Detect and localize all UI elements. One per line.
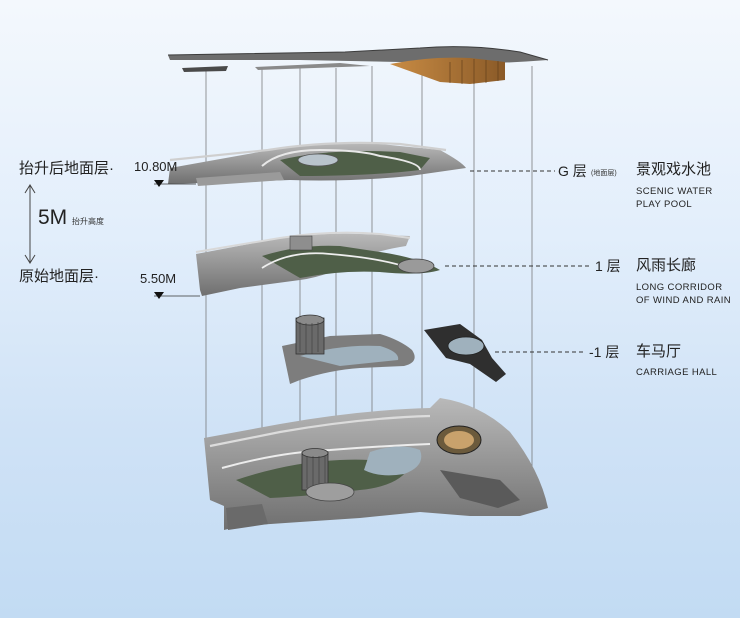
leader-lines: [445, 170, 590, 353]
g-level-english-line-1: SCENIC WATER: [636, 186, 713, 197]
raise-height-caption: 抬升高度: [72, 217, 104, 226]
elevation-triangle-icon: [154, 180, 164, 187]
level-1-slab: [195, 231, 440, 296]
g-level-slab: [168, 141, 466, 186]
basement-level-slab: [282, 314, 506, 384]
raise-height-value: 5M: [38, 206, 68, 229]
g-level-english-line-2: PLAY POOL: [636, 199, 693, 210]
g-level-sublabel: (地面层): [591, 170, 617, 177]
level-1-title: 风雨长廊: [636, 257, 697, 274]
basement-level-title: 车马厅: [636, 343, 682, 360]
g-level-title: 景观戏水池: [636, 161, 712, 178]
height-arrow-icon: [24, 184, 36, 264]
level-1-number: 1 层: [595, 258, 621, 274]
roof-layer: [167, 46, 549, 84]
level-1-english-line-2: OF WIND AND RAIN: [636, 295, 732, 306]
site-ground-slab: [204, 398, 548, 530]
basement-level-english-line-1: CARRIAGE HALL: [636, 367, 718, 378]
level-1-english-line-1: LONG CORRIDOR: [636, 282, 723, 293]
raised-ground-label: 抬升后地面层·: [19, 160, 114, 177]
basement-level-number: -1 层: [589, 344, 620, 360]
elevation-upper: 10.80M: [134, 159, 178, 174]
elevation-lower: 5.50M: [140, 271, 177, 286]
g-level-number: G 层: [558, 163, 587, 179]
elevation-triangle-icon: [154, 292, 164, 299]
original-ground-label: 原始地面层·: [19, 268, 99, 285]
elevation-markers: [154, 180, 200, 299]
